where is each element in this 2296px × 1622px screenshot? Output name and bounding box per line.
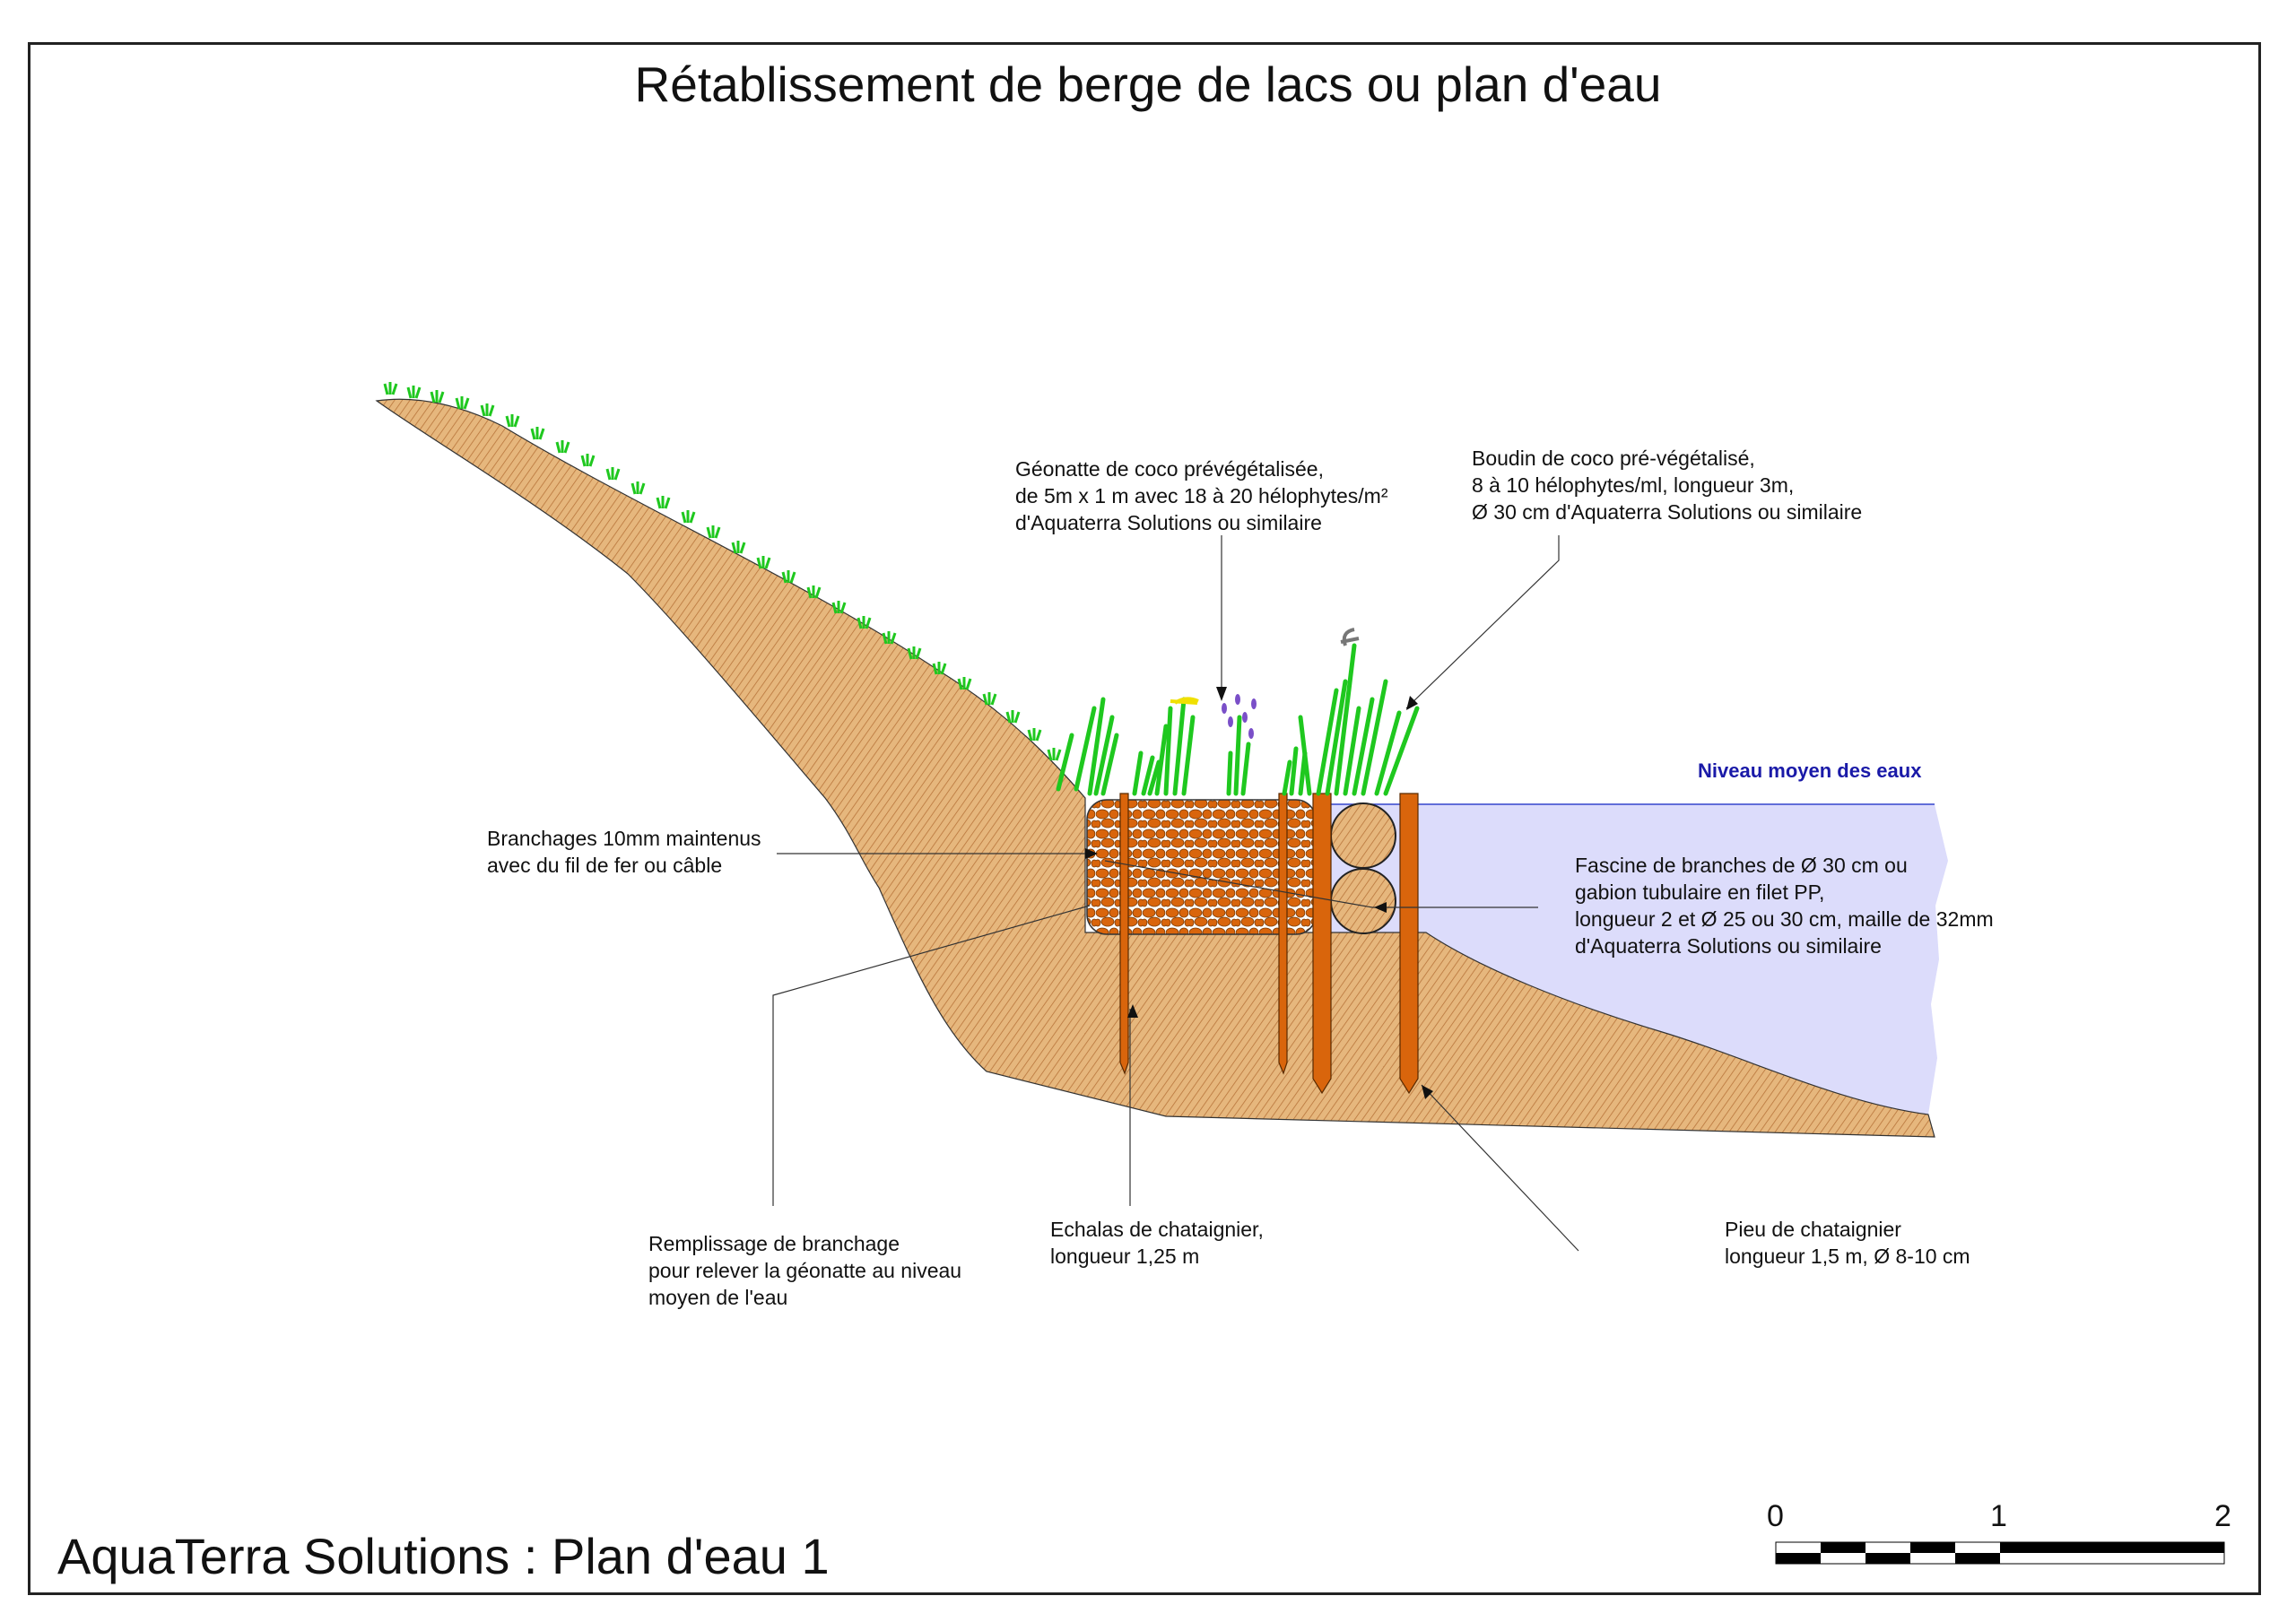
page-title: Rétablissement de berge de lacs ou plan … [634, 56, 1662, 112]
echalas-stake-1 [1119, 793, 1129, 1075]
coir-roll-bottom [1330, 868, 1396, 934]
scale-tick-2: 2 [2214, 1499, 2231, 1533]
water-level-label: Niveau moyen des eaux [1698, 759, 1922, 782]
label-boudin: Boudin de coco pré-végétalisé,8 à 10 hél… [1472, 447, 1863, 524]
echalas-stake-2 [1278, 793, 1288, 1075]
scale-tick-0: 0 [1767, 1499, 1784, 1533]
label-geonatte: Géonatte de coco prévégétalisée,de 5m x … [1015, 457, 1388, 534]
label-echalas: Echalas de chataignier,longueur 1,25 m [1050, 1218, 1264, 1268]
bank-soil [375, 398, 1935, 1138]
footer-caption: AquaTerra Solutions : Plan d'eau 1 [57, 1528, 830, 1584]
scale-bar [1775, 1541, 2225, 1565]
arrowheads [1085, 687, 1433, 1099]
water-body [1327, 804, 1948, 1115]
leader-lines [772, 535, 1579, 1252]
bank-grass-tufts [383, 382, 1062, 761]
lavender-flowers [1222, 694, 1257, 739]
iris-flower [1170, 697, 1199, 705]
drawing-frame [28, 42, 2261, 1595]
grass-seedhead [1340, 628, 1360, 646]
helophyte-plants [1056, 643, 1420, 796]
scale-tick-1: 1 [1990, 1499, 2007, 1533]
pile-stake-2 [1399, 793, 1419, 1095]
coir-roll-top [1330, 802, 1396, 869]
pile-stake-1 [1312, 793, 1332, 1095]
